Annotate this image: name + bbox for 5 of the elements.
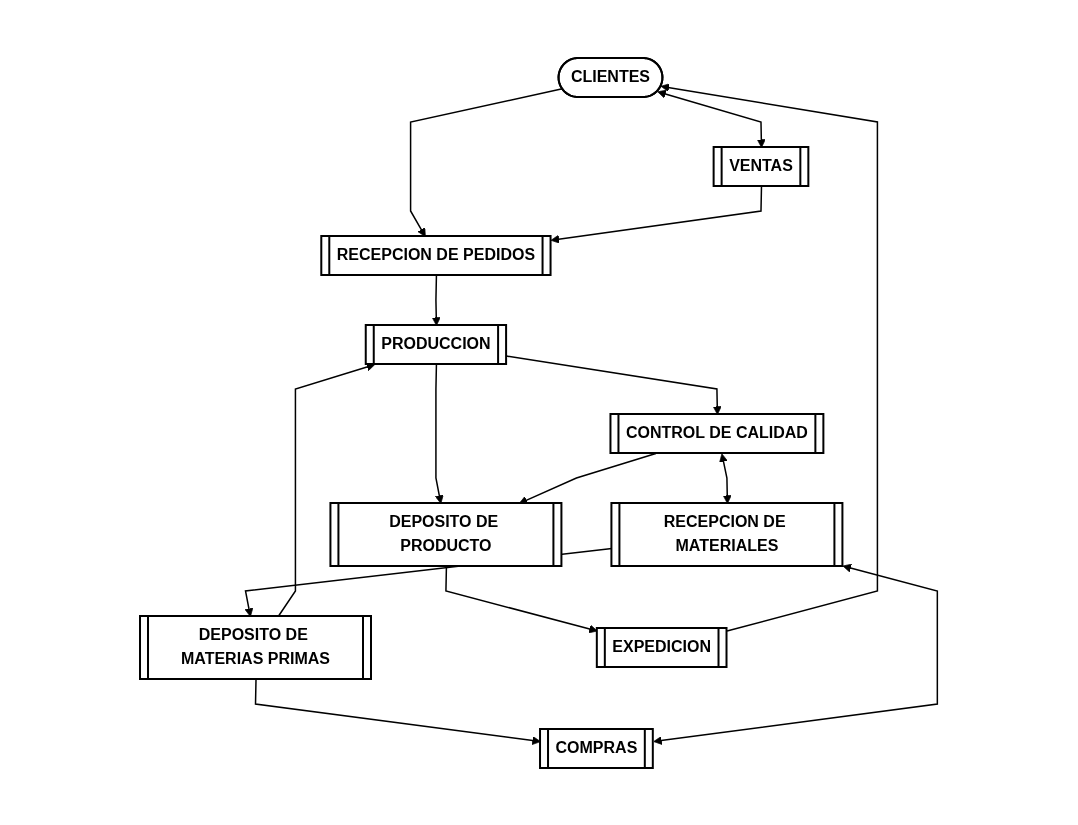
- arrow: [660, 82, 879, 632]
- arrow: [445, 565, 599, 633]
- arrow: [551, 185, 763, 244]
- arrow: [255, 678, 542, 745]
- arrow: [653, 563, 939, 745]
